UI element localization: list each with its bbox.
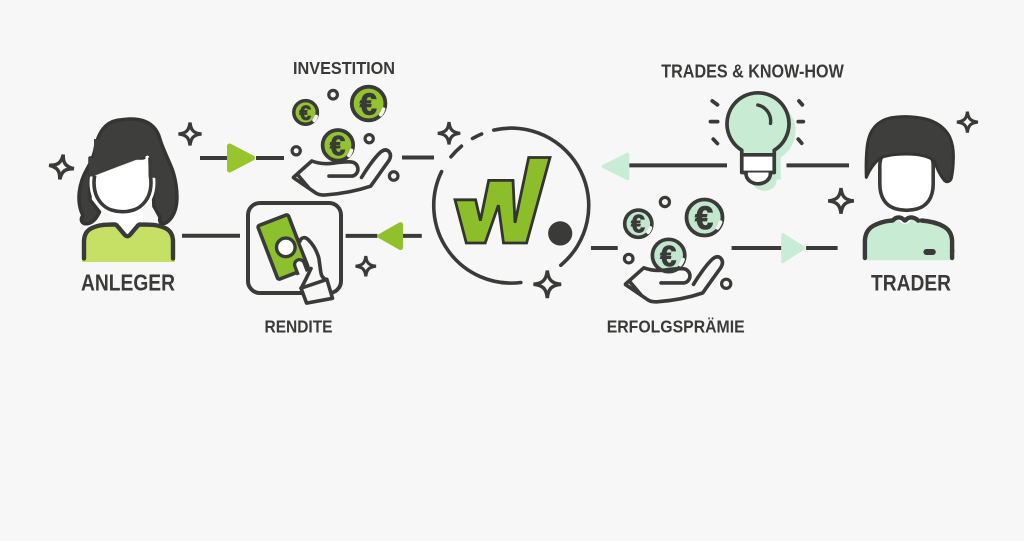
svg-text:€: € (299, 102, 311, 125)
svg-text:TRADES & KNOW-HOW: TRADES & KNOW-HOW (661, 62, 844, 82)
svg-text:INVESTITION: INVESTITION (293, 58, 395, 78)
svg-text:€: € (695, 200, 713, 236)
svg-text:TRADER: TRADER (871, 271, 951, 296)
svg-text:RENDITE: RENDITE (265, 317, 333, 337)
svg-text:€: € (631, 211, 645, 239)
svg-text:ANLEGER: ANLEGER (81, 270, 175, 296)
svg-text:ERFOLGSPRÄMIE: ERFOLGSPRÄMIE (607, 317, 745, 337)
svg-text:€: € (660, 241, 676, 273)
svg-text:€: € (330, 130, 345, 161)
svg-text:€: € (360, 87, 377, 121)
